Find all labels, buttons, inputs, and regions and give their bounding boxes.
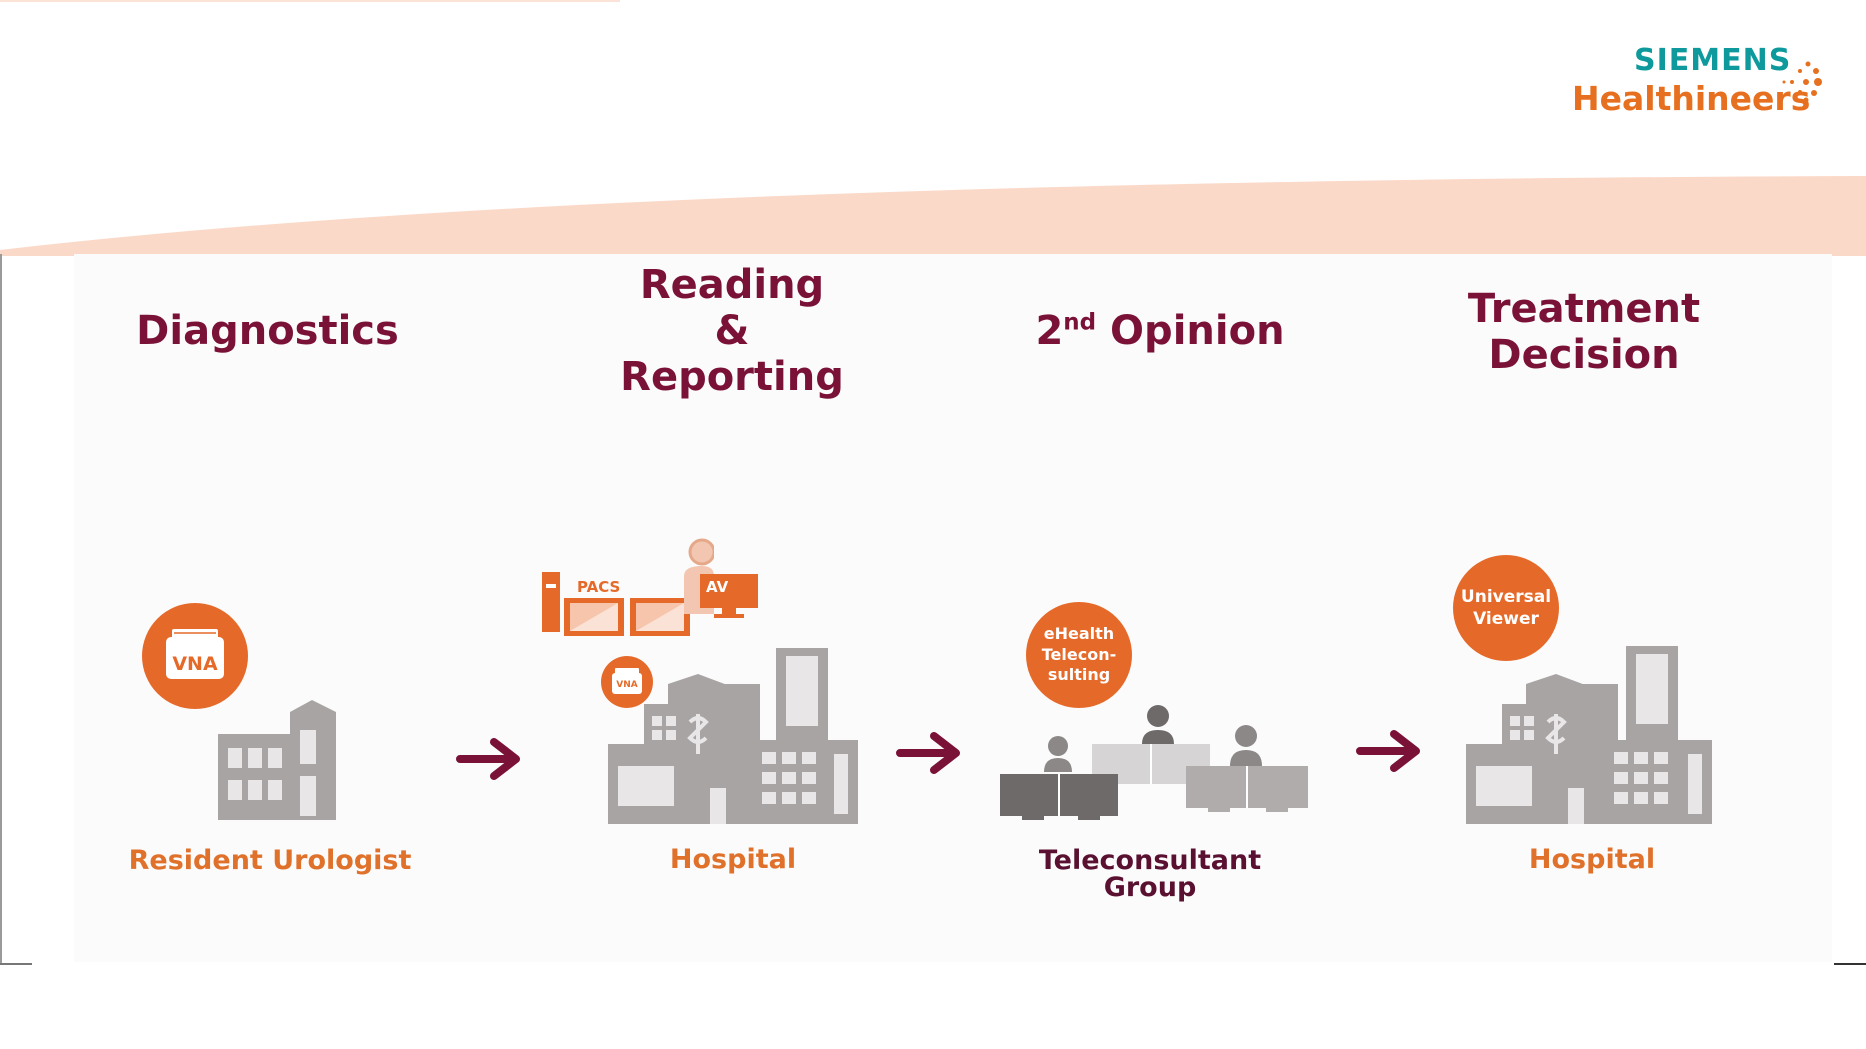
siemens-dots-icon <box>1782 61 1822 103</box>
decorative-header-band <box>0 0 1866 256</box>
panel-bottom-left-line <box>0 963 32 965</box>
actor-label-hospital-decision: Hospital <box>1528 844 1656 875</box>
av-monitor-icon <box>700 574 758 618</box>
arrow-right-icon <box>456 738 520 780</box>
pacs-workstation-icon <box>542 572 690 636</box>
ehealth-teleconsulting-badge: eHealth Telecon- sulting <box>1026 602 1132 708</box>
hospital-building-icon <box>608 648 858 824</box>
logo-siemens-text: SIEMENS <box>1634 43 1792 78</box>
arrow-right-icon <box>1356 730 1420 772</box>
stage-title-second-opinion: 2nd Opinion <box>1035 308 1285 354</box>
pacs-tag: PACS <box>577 578 621 596</box>
stage-title-diagnostics: Diagnostics <box>136 308 399 354</box>
hospital-building-icon <box>1466 646 1712 824</box>
actor-label-hospital-reading: Hospital <box>669 844 797 875</box>
av-tag: AV <box>706 578 729 596</box>
clinic-building-icon <box>218 700 336 820</box>
panel-bottom-right-line <box>1834 963 1866 965</box>
stage-title-reading-reporting: Reading & Reporting <box>620 262 844 400</box>
vna-badge-small: VNA <box>601 656 653 708</box>
logo-healthineers-text: Healthineers <box>1572 79 1811 118</box>
stage-title-treatment-decision: Treatment Decision <box>1467 286 1701 378</box>
actor-label-teleconsultant-group: Teleconsultant Group <box>1038 845 1262 903</box>
teleconsultant-workstations-icon <box>1000 705 1308 820</box>
arrow-right-icon <box>896 732 960 774</box>
vna-box-icon <box>612 668 642 694</box>
vna-box-icon <box>166 629 224 679</box>
actor-label-resident-urologist: Resident Urologist <box>128 845 412 876</box>
panel-left-edge <box>0 254 2 964</box>
vna-badge: VNA <box>142 603 248 709</box>
universal-viewer-badge: Universal Viewer <box>1453 555 1559 661</box>
